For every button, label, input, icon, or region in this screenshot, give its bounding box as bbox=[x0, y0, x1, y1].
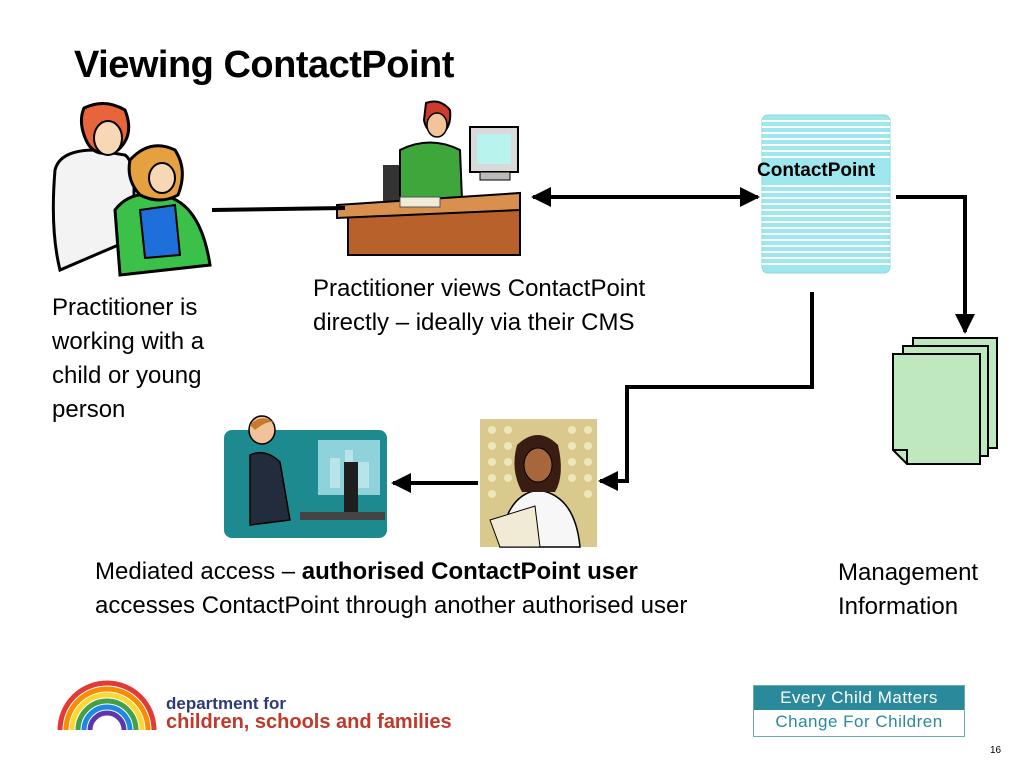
every-child-matters-logo: Every Child Matters Change For Children bbox=[753, 685, 965, 737]
arrow-database-to-phone-user bbox=[598, 292, 814, 491]
dept-logo-line1: department for bbox=[166, 694, 286, 713]
arrow-database-to-mi bbox=[896, 195, 975, 334]
dept-logo-line2: children, schools and families bbox=[166, 711, 452, 733]
dcsf-rainbow-logo bbox=[57, 680, 157, 731]
caption-mediated-access: Mediated access – authorised ContactPoin… bbox=[95, 555, 695, 623]
authorised-user-on-phone-clipart bbox=[480, 419, 597, 548]
slide-title: Viewing ContactPoint bbox=[74, 44, 454, 86]
authorised-user-at-computer-clipart bbox=[224, 415, 387, 538]
caption-mediated-suffix: accesses ContactPoint through another au… bbox=[95, 592, 688, 619]
connector-arrows bbox=[211, 187, 975, 493]
arrow-child-to-practitioner bbox=[211, 206, 346, 212]
contactpoint-database bbox=[761, 114, 891, 274]
caption-practitioner-with-child: Practitioner is working with a child or … bbox=[52, 294, 205, 423]
practitioner-with-child-clipart bbox=[51, 102, 212, 277]
caption-mediated-bold: authorised ContactPoint user bbox=[301, 558, 638, 585]
slide-number: 16 bbox=[990, 745, 1002, 756]
ecm-line2: Change For Children bbox=[775, 712, 943, 731]
ecm-line1: Every Child Matters bbox=[754, 686, 964, 710]
practitioner-at-desk-clipart bbox=[336, 100, 521, 256]
caption-practitioner-views: Practitioner views ContactPoint directly… bbox=[313, 275, 646, 336]
management-information-documents bbox=[892, 337, 998, 465]
database-label: ContactPoint bbox=[757, 160, 876, 181]
caption-management-information: Management Information bbox=[838, 559, 979, 620]
caption-mediated-prefix: Mediated access – bbox=[95, 558, 302, 585]
